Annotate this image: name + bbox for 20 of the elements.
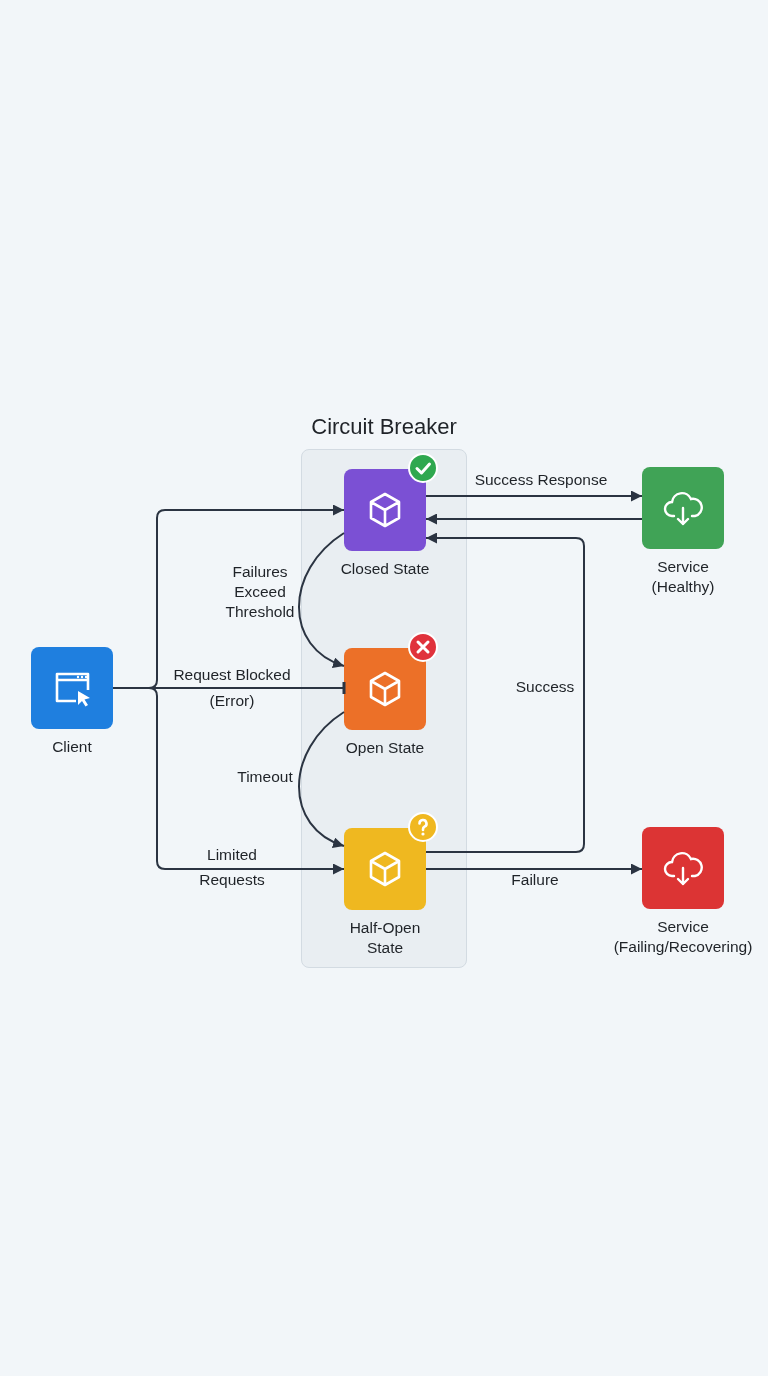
edge-label: Success Response [473,470,609,490]
edge-label: Failure [510,870,560,890]
edge-label: Success [514,677,576,697]
state-label: Half-Open State [348,918,422,958]
arrow [425,490,643,502]
arrow [298,532,345,667]
service-label: Service (Failing/Recovering) [612,917,754,957]
state-label: Open State [344,738,426,758]
arrow [425,513,643,525]
edge-label: Failures Exceed Threshold [224,562,296,622]
edge-label: Timeout [236,767,294,787]
state-label: Closed State [339,559,431,579]
service-label: Service (Healthy) [650,557,716,597]
arrow [425,532,585,853]
group-title: Circuit Breaker [310,414,458,440]
arrow [425,863,643,875]
client-label: Client [51,737,93,757]
edge-label: Limited Requests [198,845,266,890]
edge-label: Request Blocked (Error) [172,665,292,711]
arrow [298,711,345,847]
